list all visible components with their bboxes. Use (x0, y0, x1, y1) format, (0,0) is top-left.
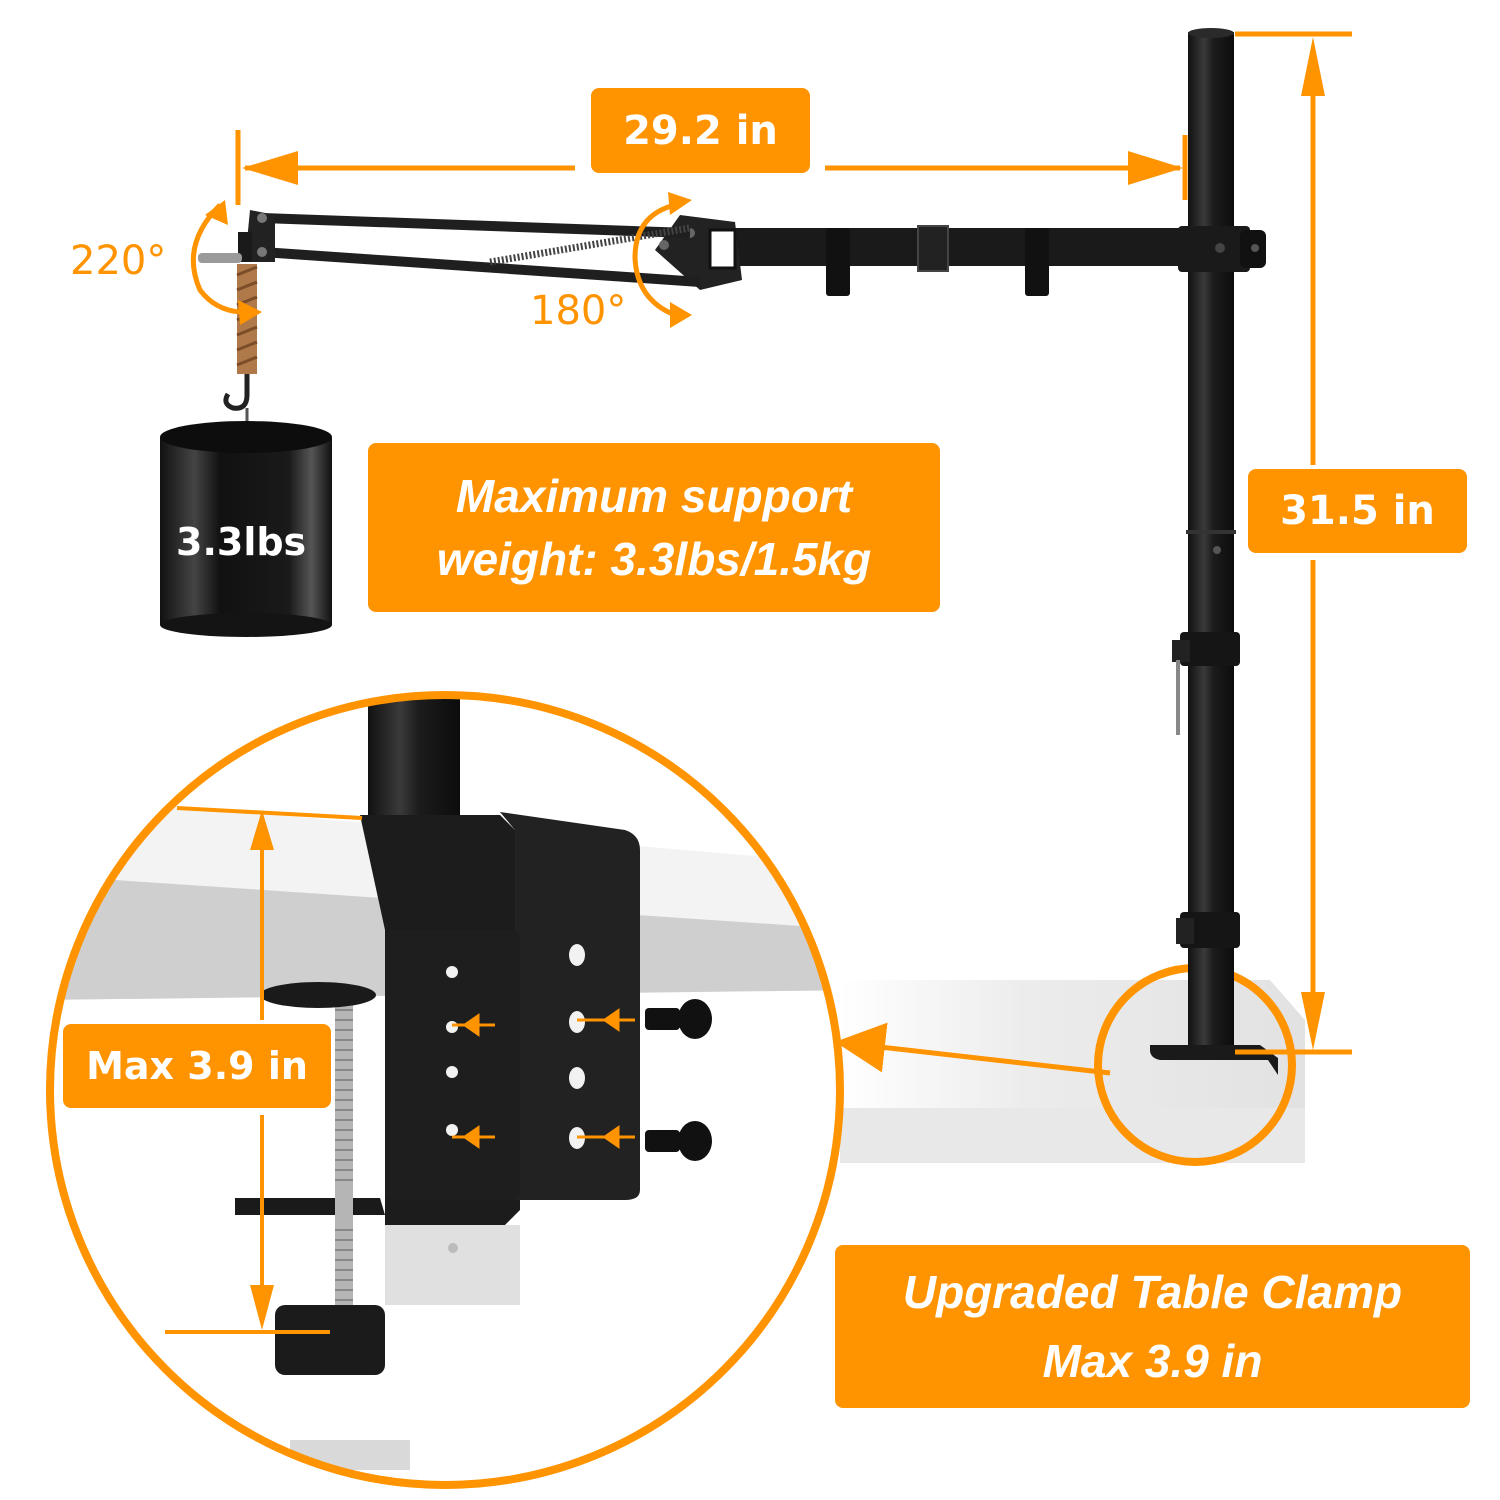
support-line-2: weight: 3.3lbs/1.5kg (436, 532, 872, 585)
arm-length-badge: 29.2 in (591, 88, 810, 173)
clamp-callout-line-2: Max 3.9 in (1042, 1334, 1263, 1387)
max-support-badge: Maximum support weight: 3.3lbs/1.5kg (368, 443, 940, 612)
arm-length-text: 29.2 in (623, 107, 778, 154)
callout-pointer-arrow (835, 1022, 1111, 1076)
tilt-arrow-down-icon (238, 300, 262, 325)
swivel-rotation-arc (632, 202, 676, 318)
pole-height-text: 31.5 in (1280, 488, 1435, 534)
tilt-rotation-arc (190, 203, 241, 315)
tilt-angle-label: 220° (70, 238, 167, 284)
arm (198, 210, 1266, 296)
pole-height-badge: 31.5 in (1248, 469, 1467, 553)
desk-surface (840, 980, 1305, 1163)
swivel-arrow-up-icon (668, 192, 692, 215)
clamp-callout-line-1: Upgraded Table Clamp (902, 1265, 1403, 1318)
support-line-1: Maximum support (455, 470, 853, 523)
clamp-max-badge: Max 3.9 in (63, 1024, 331, 1108)
cylinder-weight-label: 3.3lbs (176, 520, 307, 564)
pole-height-dimension (1235, 31, 1352, 1055)
swivel-angle-label: 180° (530, 288, 627, 334)
clamp-detail-circle (46, 691, 844, 1489)
swivel-arrow-down-icon (670, 302, 692, 328)
table-clamp-badge: Upgraded Table Clamp Max 3.9 in (835, 1245, 1470, 1408)
pole (1150, 28, 1278, 1075)
clamp-max-text: Max 3.9 in (86, 1044, 308, 1088)
screw-insert-arrows (452, 1008, 635, 1149)
arm-length-dimension (235, 130, 1188, 205)
clamp-dimension-arrow (165, 806, 363, 1334)
tilt-arrow-up-icon (205, 200, 228, 225)
